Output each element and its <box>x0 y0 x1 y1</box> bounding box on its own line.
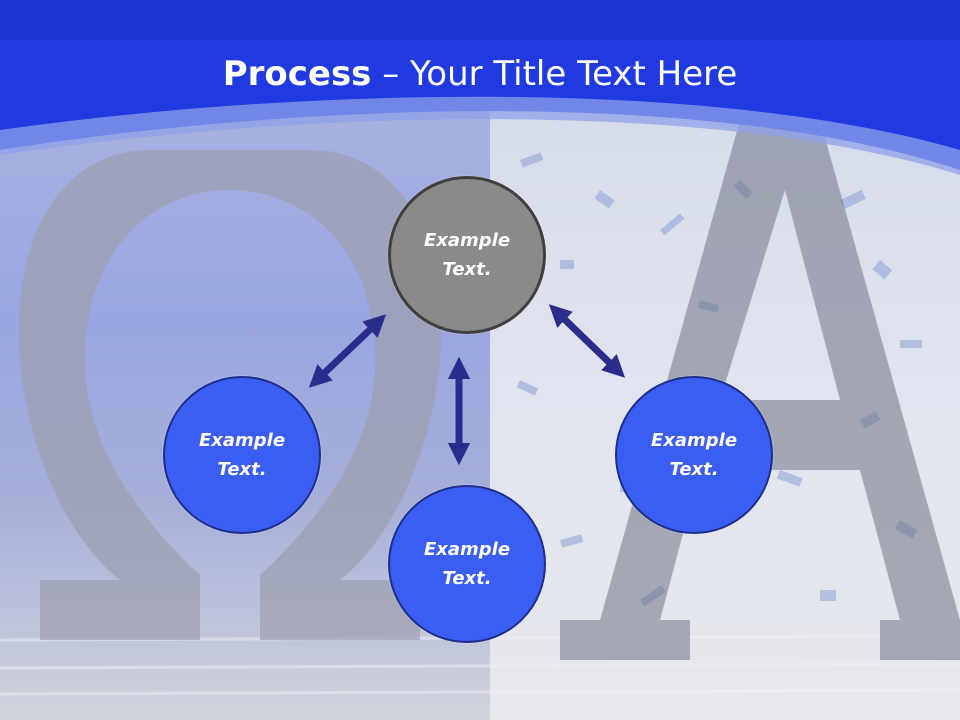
node-bottom-label: Example Text. <box>423 539 511 589</box>
process-node-top[interactable]: Example Text. <box>388 176 546 334</box>
process-node-bottom[interactable]: Example Text. <box>388 485 546 643</box>
node-right-label: Example Text. <box>650 430 738 480</box>
title-bold: Process <box>222 54 372 94</box>
header-band <box>0 0 960 170</box>
process-node-right[interactable]: Example Text. <box>615 376 773 534</box>
arrow-top-right <box>548 304 626 378</box>
arrow-top-left <box>308 314 387 388</box>
process-node-left[interactable]: Example Text. <box>163 376 321 534</box>
header-wave <box>0 96 960 175</box>
node-left-label: Example Text. <box>198 430 286 480</box>
header-band-highlight <box>0 0 960 40</box>
title-rest: – Your Title Text Here <box>371 54 738 94</box>
node-top-label: Example Text. <box>423 230 511 280</box>
omega-silhouette <box>18 150 442 640</box>
slide-title: Process – Your Title Text Here <box>0 52 960 96</box>
